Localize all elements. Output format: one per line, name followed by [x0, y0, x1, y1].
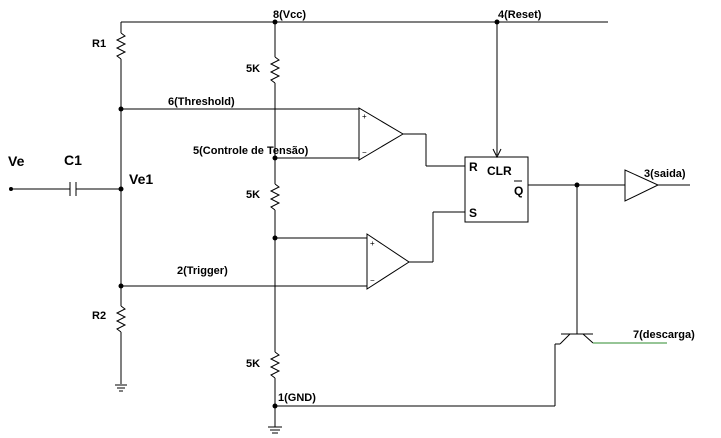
- gnd-label: 1(GND): [278, 392, 316, 404]
- r2-resistor: [115, 305, 127, 333]
- res-5k-mid: [269, 183, 281, 211]
- output-label: 3(saida): [644, 168, 686, 180]
- control-label: 5(Controle de Tensão): [193, 145, 309, 157]
- voltage-divider: [269, 22, 281, 427]
- ff-clr-label: CLR: [487, 164, 512, 178]
- res-mid-label: 5K: [246, 189, 260, 201]
- lower-comp-minus: −: [370, 276, 375, 285]
- lower-comparator: [366, 211, 465, 290]
- ve-label: Ve: [8, 153, 25, 169]
- r2-label: R2: [92, 310, 106, 322]
- upper-comp-plus: +: [362, 112, 367, 121]
- discharge-transistor: [275, 185, 667, 407]
- lower-comp-plus: +: [370, 239, 375, 248]
- upper-comp-minus: −: [362, 148, 367, 157]
- res-bot-label: 5K: [246, 358, 260, 370]
- reset-label: 4(Reset): [498, 9, 542, 21]
- center-ground-icon: [268, 426, 282, 434]
- ff-s-label: S: [469, 206, 477, 220]
- vcc-label: 8(Vcc): [273, 9, 306, 21]
- ff-r-label: R: [469, 160, 478, 174]
- reset-line: [492, 22, 502, 159]
- flip-flop: [464, 156, 529, 223]
- res-5k-top: [269, 56, 281, 84]
- r1-resistor: [115, 32, 127, 60]
- r1-label: R1: [92, 38, 106, 50]
- res-5k-bot: [269, 351, 281, 379]
- res-top-label: 5K: [246, 63, 260, 75]
- upper-comparator: [358, 107, 465, 167]
- trigger-label: 2(Trigger): [177, 265, 228, 277]
- ff-q-label: Q: [514, 184, 523, 198]
- left-ground-icon: [115, 384, 127, 392]
- c1-label: C1: [64, 152, 82, 168]
- left-branch: [115, 22, 127, 384]
- input-capacitor: [9, 182, 121, 196]
- ve1-label: Ve1: [129, 171, 153, 187]
- threshold-label: 6(Threshold): [168, 96, 235, 108]
- discharge-label: 7(descarga): [633, 329, 695, 341]
